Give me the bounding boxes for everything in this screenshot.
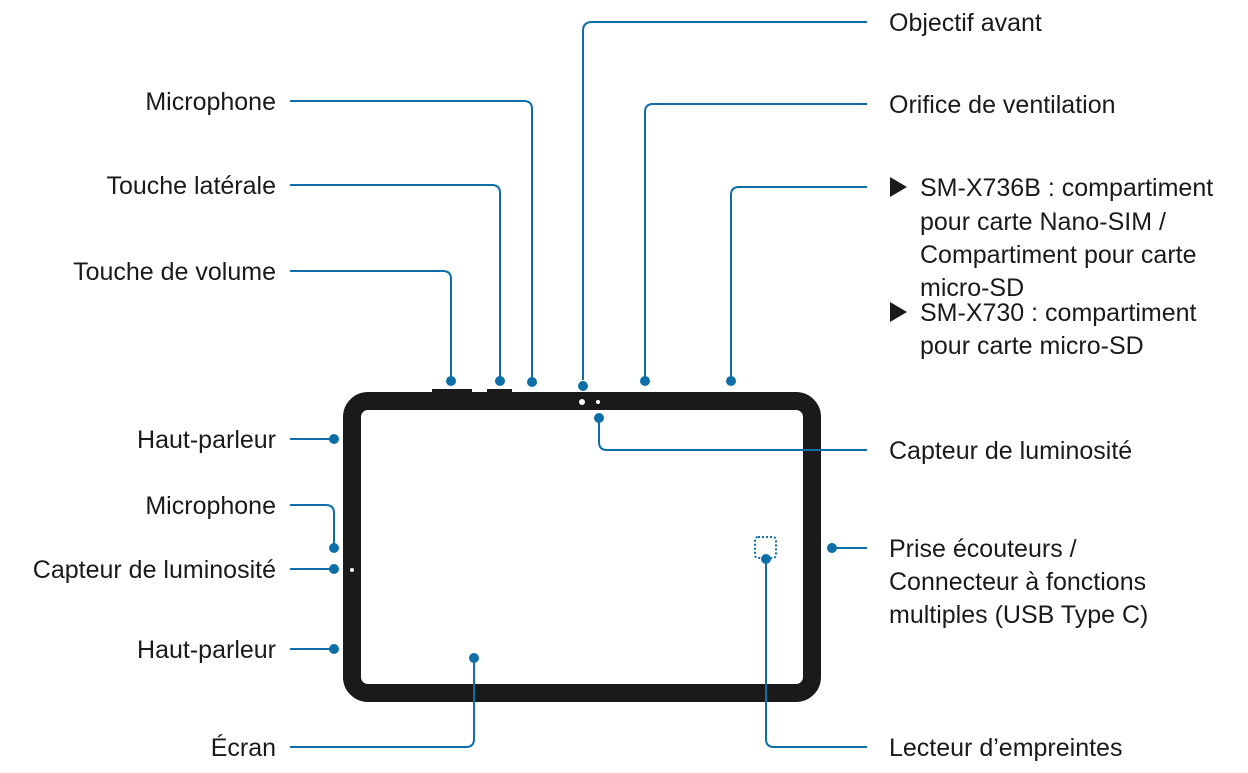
side-key-shape xyxy=(487,389,512,394)
label-front-camera: Objectif avant xyxy=(889,9,1042,37)
label-tray-line5: SM-X730 : compartiment xyxy=(920,299,1197,327)
dot-screen xyxy=(469,653,479,663)
labels-right: Objectif avant Orifice de ventilation SM… xyxy=(889,9,1213,762)
light-sensor-side xyxy=(350,568,354,572)
leader-card-tray xyxy=(730,186,867,380)
label-port-line2: Connecteur à fonctions xyxy=(889,568,1146,596)
dot-speaker-top xyxy=(329,434,339,444)
label-port-line3: multiples (USB Type C) xyxy=(889,601,1148,629)
bullet-arrow-icon xyxy=(890,302,907,322)
label-tray-line6: pour carte micro-SD xyxy=(920,332,1144,360)
front-camera-lens xyxy=(579,399,585,405)
label-light-sensor-left: Capteur de luminosité xyxy=(33,556,276,584)
dot-microphone-left xyxy=(329,543,339,553)
dot-card-tray xyxy=(726,376,736,386)
label-side-key: Touche latérale xyxy=(106,172,276,200)
dot-vent xyxy=(640,376,650,386)
leader-vent xyxy=(644,103,867,380)
label-tray-line2: pour carte Nano-SIM / xyxy=(920,208,1166,236)
tablet-bezel xyxy=(343,392,821,702)
leader-side-key xyxy=(290,184,501,380)
label-vent: Orifice de ventilation xyxy=(889,91,1116,119)
leader-screen xyxy=(290,659,475,748)
dot-usb-port xyxy=(827,543,837,553)
tablet-device xyxy=(343,389,821,702)
label-tray-line4: micro-SD xyxy=(920,274,1024,302)
leader-microphone-left xyxy=(290,504,335,547)
label-speaker-bottom: Haut-parleur xyxy=(137,636,276,664)
label-fingerprint: Lecteur d’empreintes xyxy=(889,734,1122,762)
dot-side-key xyxy=(495,376,505,386)
labels-left: Microphone Touche latérale Touche de vol… xyxy=(33,88,276,762)
label-microphone-left: Microphone xyxy=(145,492,276,520)
leader-fingerprint xyxy=(765,561,867,748)
label-tray-line3: Compartiment pour carte xyxy=(920,241,1197,269)
leaders xyxy=(290,21,867,748)
dot-speaker-bottom xyxy=(329,644,339,654)
label-speaker-top: Haut-parleur xyxy=(137,426,276,454)
leader-volume-key xyxy=(290,270,452,380)
label-volume-key: Touche de volume xyxy=(73,258,276,286)
dot-volume-key xyxy=(446,376,456,386)
label-microphone-top: Microphone xyxy=(145,88,276,116)
dot-light-sensor-left xyxy=(329,564,339,574)
dot-fingerprint xyxy=(761,554,771,564)
leader-microphone-top xyxy=(290,100,533,381)
light-sensor-top xyxy=(596,400,600,404)
dot-microphone-top xyxy=(527,377,537,387)
bullet-arrow-icon xyxy=(890,177,907,197)
dot-light-sensor-right xyxy=(594,413,604,423)
leader-light-sensor-right xyxy=(598,418,867,451)
label-light-sensor-right: Capteur de luminosité xyxy=(889,437,1132,465)
label-tray-line1: SM-X736B : compartiment xyxy=(920,174,1213,202)
label-port-line1: Prise écouteurs / xyxy=(889,535,1077,563)
leader-front-camera xyxy=(582,21,867,380)
label-screen: Écran xyxy=(211,733,276,762)
volume-key-shape xyxy=(432,389,472,394)
dot-front-camera xyxy=(578,381,588,391)
